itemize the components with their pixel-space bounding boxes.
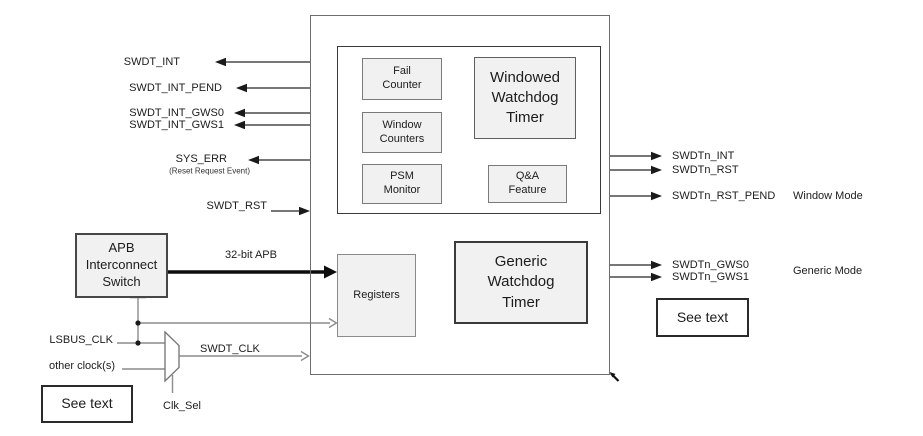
windowed-mode-group bbox=[337, 46, 601, 214]
clock-chevron-icon bbox=[328, 317, 338, 329]
clock-label-clk-sel: Clk_Sel bbox=[163, 400, 201, 412]
signal-label-swdtn-rst-pend: SWDTn_RST_PEND bbox=[672, 190, 776, 202]
arrow-right-icon bbox=[324, 265, 337, 279]
see-text-note-right: See text bbox=[656, 298, 749, 337]
fail-counter-block: Fail Counter bbox=[362, 58, 442, 100]
arrow-left-icon bbox=[236, 83, 247, 93]
signal-label-sys-err: SYS_ERR bbox=[175, 153, 227, 165]
registers-block: Registers bbox=[337, 254, 416, 337]
mode-label-generic-mode: Generic Mode bbox=[793, 265, 863, 277]
signal-label-swdt-int-gws0: SWDT_INT_GWS0 bbox=[129, 107, 224, 119]
junction-dot bbox=[135, 340, 141, 346]
swdtn-gws0-arrow bbox=[610, 260, 662, 270]
arrow-right-icon bbox=[299, 206, 310, 216]
arrow-left-icon bbox=[248, 155, 259, 165]
swdt-int-gws0-arrow bbox=[234, 108, 310, 118]
swdtn-rst-pend-arrow bbox=[610, 191, 662, 201]
swdtn-int-arrow bbox=[610, 151, 662, 161]
see-text-note-left: See text bbox=[41, 385, 133, 423]
signal-label-swdt-int: SWDT_INT bbox=[123, 56, 180, 68]
arrow-left-icon bbox=[215, 57, 226, 67]
swdtn-rst-arrow bbox=[610, 165, 662, 175]
arrow-left-icon bbox=[234, 108, 245, 118]
clock-mux bbox=[164, 330, 180, 383]
signal-label-swdt-rst: SWDT_RST bbox=[206, 200, 268, 212]
sys-err-arrow bbox=[248, 155, 310, 165]
swdt-int-pend-arrow bbox=[236, 83, 310, 93]
clock-chevron-icon bbox=[300, 350, 310, 362]
arrow-right-icon bbox=[651, 260, 662, 270]
bus-label-32bit-apb: 32-bit APB bbox=[225, 249, 277, 261]
swdt-top-block bbox=[310, 15, 610, 375]
apb-interconnect-switch-block: APB Interconnect Switch bbox=[75, 233, 168, 298]
signal-label-swdtn-int: SWDTn_INT bbox=[672, 150, 735, 162]
junction-dot bbox=[135, 320, 141, 326]
swdt-int-gws1-arrow bbox=[234, 120, 310, 130]
signal-label-swdtn-gws1: SWDTn_GWS1 bbox=[672, 271, 750, 283]
arrow-right-icon bbox=[651, 165, 662, 175]
swdtn-gws1-arrow bbox=[610, 272, 662, 282]
windowed-watchdog-timer-block: Windowed Watchdog Timer bbox=[474, 57, 576, 139]
arrow-right-icon bbox=[651, 272, 662, 282]
corner-tick bbox=[609, 372, 620, 382]
mode-label-window-mode: Window Mode bbox=[793, 190, 863, 202]
signal-sublabel-reset-request-event: (Reset Request Event) bbox=[169, 166, 250, 176]
window-counters-block: Window Counters bbox=[362, 112, 442, 153]
arrow-right-icon bbox=[651, 191, 662, 201]
clock-network bbox=[117, 288, 338, 393]
swdt-rst-arrow bbox=[271, 206, 310, 216]
arrow-left-icon bbox=[234, 120, 245, 130]
signal-label-swdt-int-pend: SWDT_INT_PEND bbox=[129, 82, 222, 94]
signal-label-swdtn-gws0: SWDTn_GWS0 bbox=[672, 259, 750, 271]
generic-watchdog-timer-block: Generic Watchdog Timer bbox=[454, 241, 588, 324]
clock-label-lsbus-clk: LSBUS_CLK bbox=[49, 334, 113, 346]
clock-label-other-clocks: other clock(s) bbox=[48, 360, 115, 372]
apb-bus-arrow bbox=[168, 265, 337, 279]
signal-label-swdtn-rst: SWDTn_RST bbox=[672, 164, 739, 176]
psm-monitor-block: PSM Monitor bbox=[362, 164, 442, 204]
swdt-int-arrow bbox=[215, 57, 310, 67]
signal-label-swdt-int-gws1: SWDT_INT_GWS1 bbox=[129, 119, 224, 131]
clock-label-swdt-clk: SWDT_CLK bbox=[200, 343, 260, 355]
arrow-right-icon bbox=[651, 151, 662, 161]
qa-feature-block: Q&A Feature bbox=[488, 165, 567, 203]
